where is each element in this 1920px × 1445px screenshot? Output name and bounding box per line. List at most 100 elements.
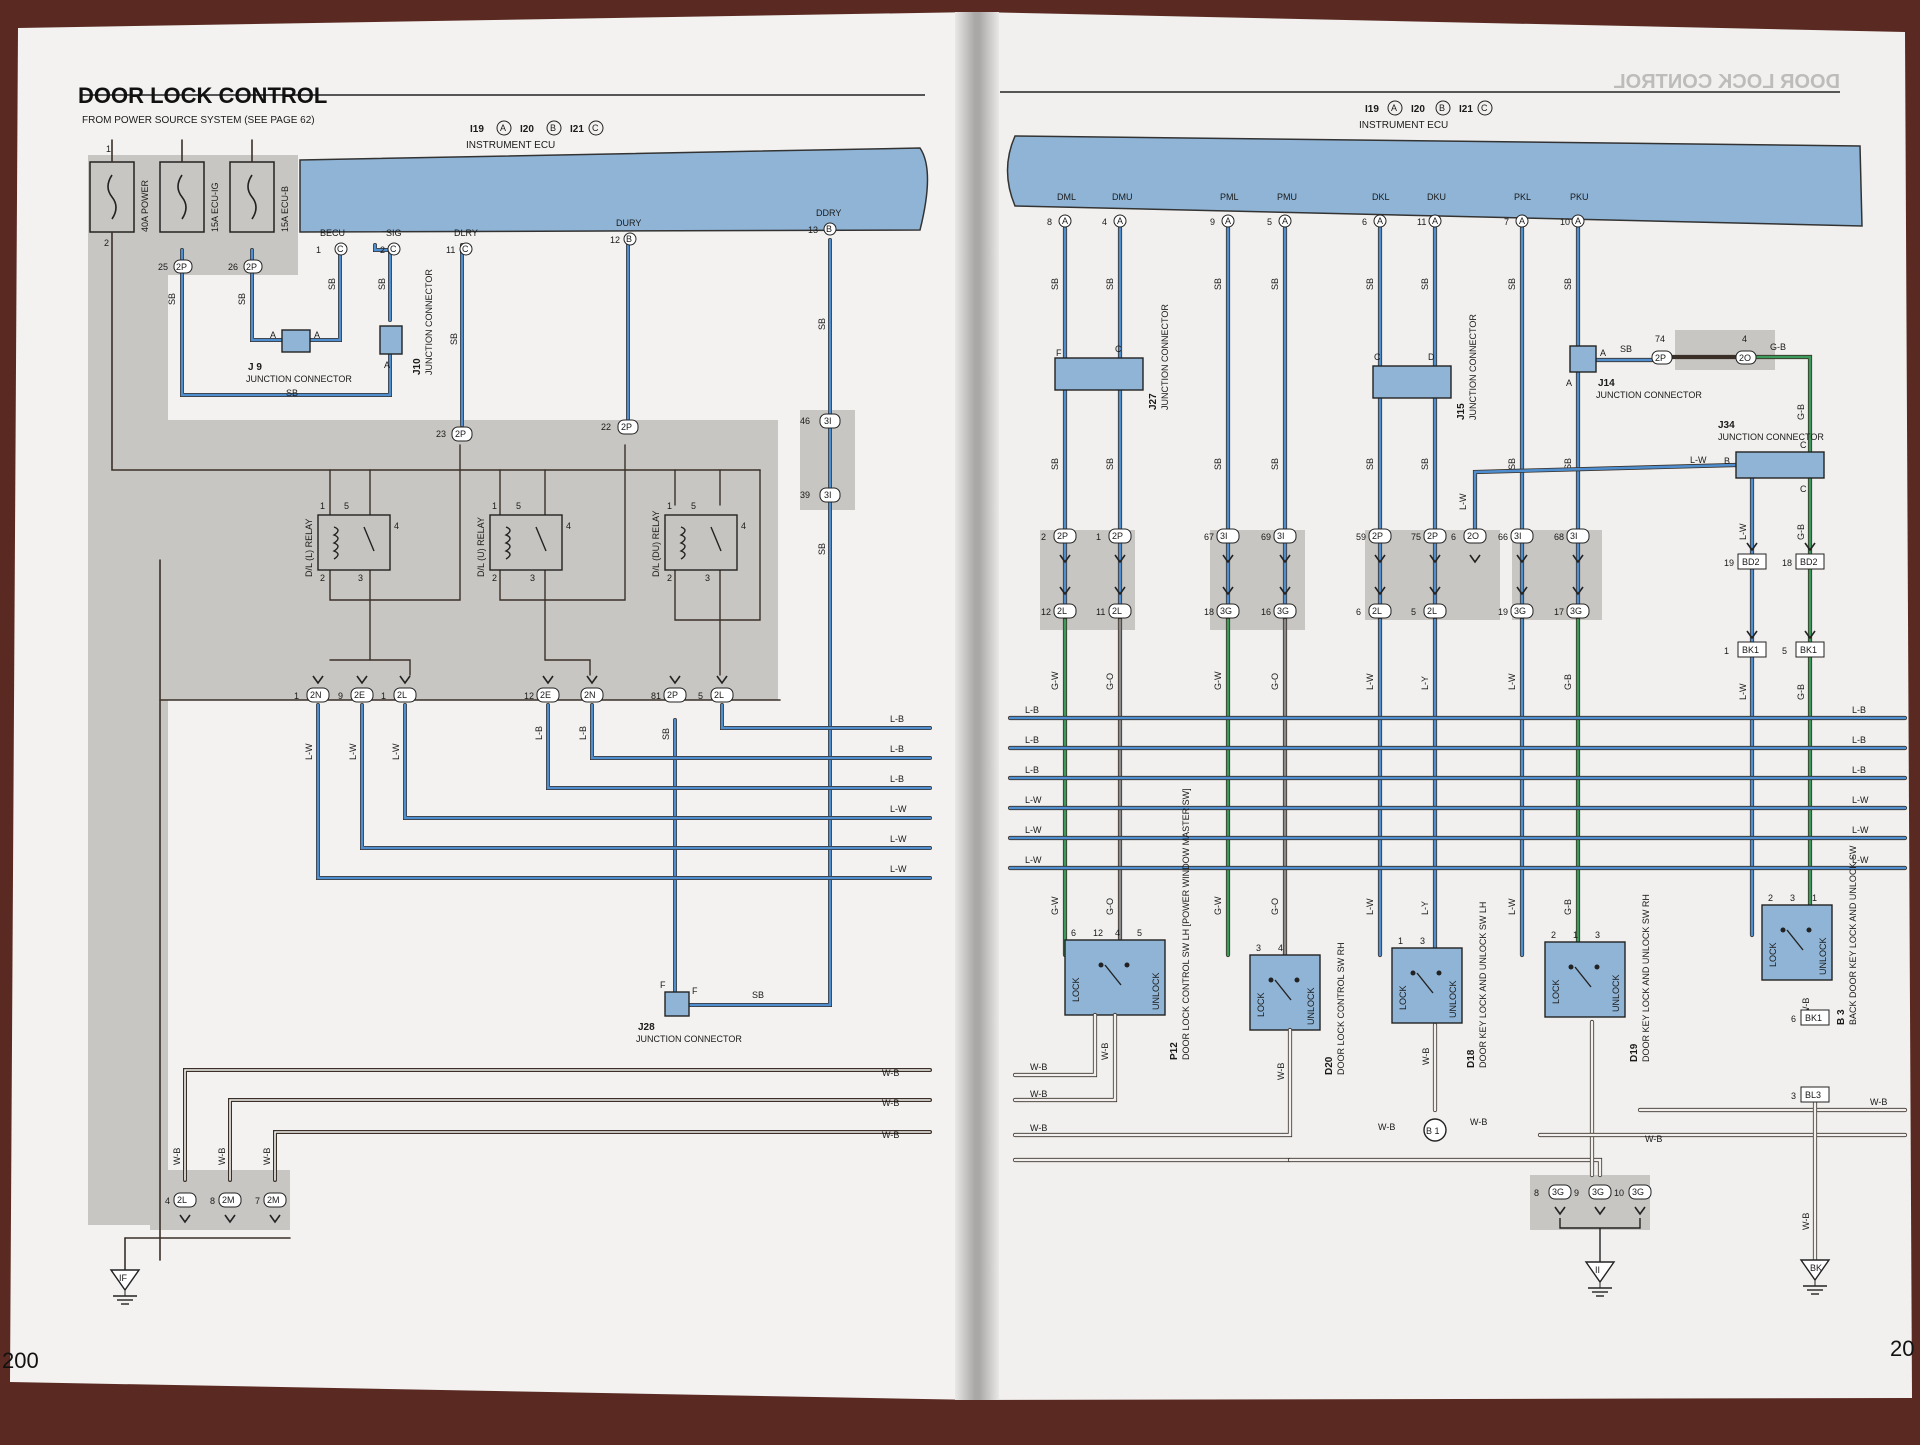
switch-lock-label: LOCK [1551, 979, 1561, 1004]
terminal-ddry: DDRY [816, 208, 841, 218]
wire-label: SB [286, 388, 298, 398]
wire-color-label: G-B [1563, 899, 1573, 915]
terminal-dury-pin: 12 [610, 235, 620, 245]
bottom-conn-pill [350, 687, 374, 703]
wire-label: SB [327, 278, 337, 290]
ground-wire-label: W-B [217, 1148, 227, 1165]
wire-label: SB [1620, 344, 1632, 354]
terminal-dml: DML [1057, 192, 1076, 202]
pin-label: 74 [1655, 334, 1665, 344]
bottom-conn-pill [663, 687, 687, 703]
ground-wire-label: W-B [1801, 998, 1811, 1015]
fuse-conn-pin: 25 [158, 262, 168, 272]
upper-conn: 2O [1467, 531, 1479, 541]
bd-pin: 1 [1724, 646, 1729, 656]
bus-label: L-B [890, 774, 904, 784]
wire-color-label: L-W [1365, 898, 1375, 915]
j34-id: J34 [1718, 420, 1735, 431]
bus-label: L-W [1025, 795, 1042, 805]
ground-conn-pill [173, 1192, 197, 1208]
lower-conn: 2L [1372, 606, 1382, 616]
j15-pin-c: C [1374, 352, 1381, 362]
upper-conn-pill [1510, 528, 1534, 544]
relay-box [664, 514, 738, 571]
ground-pin: 4 [165, 1196, 170, 1206]
wire-label: L-W [348, 743, 358, 760]
switch-contact-icon [1416, 972, 1434, 994]
wire-label: SB [752, 990, 764, 1000]
bottom-conn-pill [580, 687, 604, 703]
wire-label: SB [1050, 458, 1060, 470]
fuse-icon [177, 174, 187, 220]
right-page-number: 20 [1890, 1336, 1914, 1361]
ground-wire-label: W-B [1030, 1062, 1047, 1072]
switch-id: P12 [1169, 1042, 1180, 1060]
ground-symbol-ii: II [1584, 1261, 1616, 1297]
bottom-conn: 2E [540, 690, 551, 700]
connector-arrow-icon [1634, 1206, 1646, 1216]
upper-conn: 2P [1372, 531, 1383, 541]
wire-label: SB [1420, 278, 1430, 290]
bus-label: L-W [1025, 825, 1042, 835]
relay-pin: 2 [667, 573, 672, 583]
connector-arrow-icon [586, 675, 598, 685]
switch-node-icon [1268, 977, 1274, 983]
bus-label: L-B [1025, 735, 1039, 745]
right-ecu-connectors: I19 A I20 B I21 C INSTRUMENT ECU [1359, 100, 1493, 131]
ground-id: II [1595, 1265, 1600, 1275]
terminal-pin: 11 [1417, 217, 1426, 227]
wire-label: SB [1270, 458, 1280, 470]
lower-pin: 16 [1261, 607, 1271, 617]
upper-conn: 2P [1057, 531, 1068, 541]
wire-label: L-B [578, 726, 588, 740]
bottom-conn: 2N [310, 690, 322, 700]
bd-pin: 19 [1724, 558, 1734, 568]
wire-label: SB [167, 293, 177, 305]
wire-color-label: G-W [1213, 896, 1223, 915]
terminal-dury: DURY [616, 218, 641, 228]
wire-label: L-W [391, 743, 401, 760]
lower-conn: 2L [1057, 606, 1067, 616]
bottom-conn: 2L [714, 690, 724, 700]
relay-contact-icon [535, 526, 547, 552]
j9-connector: A A J 9 JUNCTION CONNECTOR SB [246, 329, 352, 398]
wire-label: SB [237, 293, 247, 305]
bus-label: L-B [890, 744, 904, 754]
fuse-conn-id: 2P [176, 262, 187, 272]
fuse-pin-bottom: 2 [104, 238, 109, 248]
wire-color-label: G-W [1050, 896, 1060, 915]
g3-conn-pill [1548, 1184, 1572, 1200]
lower-conn-pill [1566, 603, 1590, 619]
ground-conn-pill [218, 1192, 242, 1208]
mid-pin: 46 [800, 416, 810, 426]
lower-pin: 6 [1356, 607, 1361, 617]
upper-conn: 3I [1277, 531, 1285, 541]
lower-conn-pill [1273, 603, 1297, 619]
switch-contact-icon [1786, 929, 1804, 951]
terminal-pin: 8 [1047, 217, 1052, 227]
switch-pin: 2 [1551, 930, 1556, 940]
connector-arrow-icon [1374, 554, 1386, 564]
wire-color-label: G-B [1796, 684, 1806, 700]
wire-label: SB [817, 543, 827, 555]
lower-pin: 17 [1554, 607, 1564, 617]
wire-color-label: G-W [1050, 671, 1060, 690]
g3-pin: 8 [1534, 1188, 1539, 1198]
wire-label: SB [817, 318, 827, 330]
upper-conn: 3I [1514, 531, 1522, 541]
j14-pin-a: A [1600, 348, 1606, 358]
left-ecu-terminals: BECU 1 C SIG 2 C DLRY 11 C DURY 12 B DDR… [316, 208, 841, 256]
wire-label: SB [1270, 278, 1280, 290]
terminal-dlry: DLRY [454, 228, 478, 238]
wire-color-label: L-W [1507, 673, 1517, 690]
terminal-conn-ring [1058, 214, 1072, 228]
bottom-pin: 12 [524, 691, 534, 701]
g3-conn: 3G [1592, 1187, 1604, 1197]
ground-wire-label: W-B [172, 1148, 182, 1165]
wire-label: SB [1365, 278, 1375, 290]
connector-arrow-icon [1279, 586, 1291, 596]
g3-conn: 3G [1632, 1187, 1644, 1197]
